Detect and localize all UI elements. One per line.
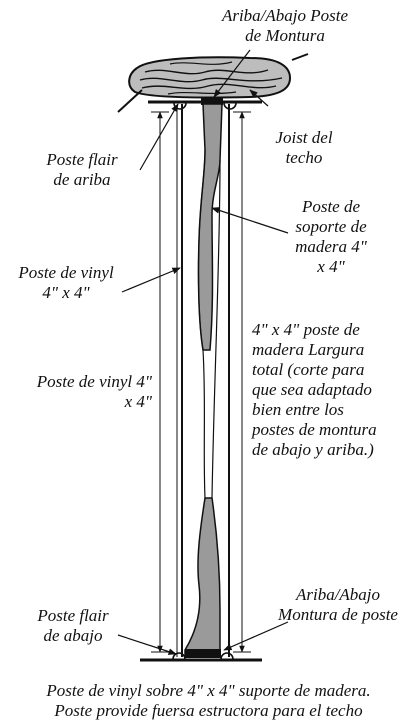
label-wood-support-line-2: soporte de — [295, 217, 367, 236]
label-wood-support: Poste de soporte de madera 4" x 4" — [272, 197, 390, 277]
label-wood-length-line-5: bien entre los — [252, 400, 344, 419]
label-vinyl-post-a: Poste de vinyl 4" x 4" — [2, 263, 130, 303]
label-wood-length-line-2: madera Largura — [252, 340, 365, 359]
label-bottom-flair-line-2: de abajo — [43, 626, 103, 645]
label-wood-length-line-6: postes de montura — [252, 420, 377, 439]
label-joist-line-2: techo — [285, 148, 323, 167]
leader-lines — [117, 49, 289, 655]
caption: Poste de vinyl sobre 4" x 4" suporte de … — [0, 681, 417, 721]
label-wood-length-line-3: total (corte para — [252, 360, 365, 379]
label-bottom-mount-line-1: Ariba/Abajo — [295, 585, 381, 604]
wood-support-post — [184, 103, 223, 658]
label-top-mount: Ariba/Abajo Poste de Montura — [196, 6, 374, 46]
label-vinyl-post-b-line-1: Poste de vinyl 4" — [36, 372, 152, 391]
label-bottom-mount: Ariba/Abajo Montura de poste — [262, 585, 414, 625]
label-joist-line-1: Joist del — [275, 128, 333, 147]
label-top-mount-line-1: Ariba/Abajo Poste — [221, 6, 349, 25]
label-joist: Joist del techo — [254, 128, 354, 168]
label-vinyl-post-a-line-1: Poste de vinyl — [18, 263, 114, 282]
label-top-flair-line-1: Poste flair — [46, 150, 118, 169]
label-bottom-flair: Poste flair de abajo — [18, 606, 128, 646]
label-vinyl-post-b: Poste de vinyl 4" x 4" — [0, 372, 152, 412]
label-vinyl-post-a-line-2: 4" x 4" — [42, 283, 90, 302]
vinyl-post — [176, 104, 230, 657]
label-wood-length: 4" x 4" poste de madera Largura total (c… — [252, 320, 412, 460]
label-wood-support-line-1: Poste de — [301, 197, 361, 216]
label-wood-length-line-7: de abajo y ariba.) — [252, 440, 374, 459]
label-top-flair-line-2: de ariba — [53, 170, 111, 189]
label-wood-length-line-4: que sea adaptado — [252, 380, 372, 399]
label-bottom-mount-line-2: Montura de poste — [278, 605, 398, 624]
roof-joist — [117, 53, 309, 113]
label-top-mount-line-2: de Montura — [245, 26, 325, 45]
bottom-mount-plate — [140, 649, 262, 662]
caption-line-1: Poste de vinyl sobre 4" x 4" suporte de … — [46, 681, 371, 700]
label-vinyl-post-b-line-2: x 4" — [124, 392, 152, 411]
label-top-flair: Poste flair de ariba — [22, 150, 142, 190]
label-wood-length-line-1: 4" x 4" poste de — [252, 320, 360, 339]
label-wood-support-line-3: madera 4" — [295, 237, 367, 256]
label-wood-support-line-4: x 4" — [317, 257, 345, 276]
caption-line-2: Poste provide fuersa estructora para el … — [54, 701, 363, 720]
dimension-lines — [151, 111, 251, 653]
label-bottom-flair-line-1: Poste flair — [37, 606, 109, 625]
